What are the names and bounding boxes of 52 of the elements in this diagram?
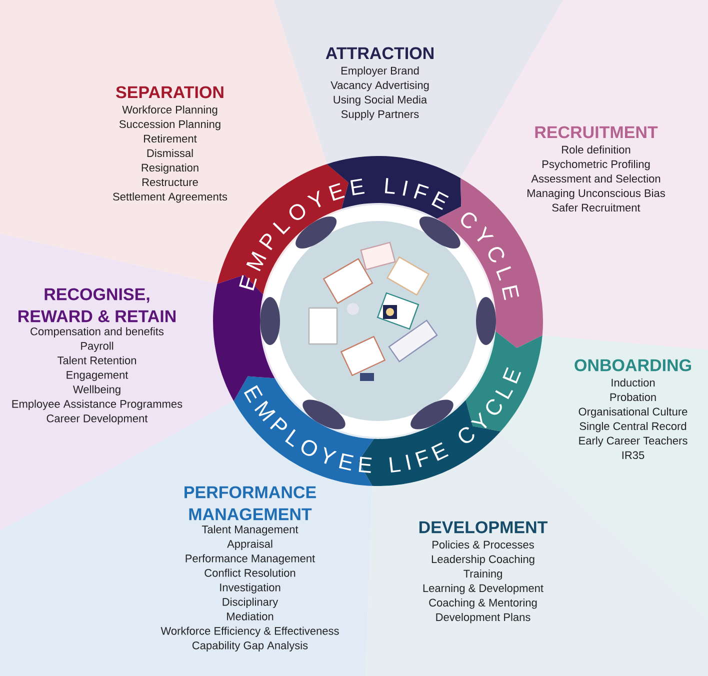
list-item: Organisational Culture (578, 407, 688, 418)
list-item: Safer Recruitment (552, 203, 640, 212)
list-item: Performance Management (186, 554, 316, 564)
list-item: Induction (612, 378, 655, 387)
list-item: Managing Unconscious Bias (528, 188, 665, 200)
stage-heading: ATTRACTION (326, 47, 434, 60)
list-item: Development Plans (436, 612, 530, 624)
stage-heading: RECRUITMENT (535, 126, 658, 138)
list-item: Restructure (142, 178, 198, 186)
list-item: Talent Retention (58, 356, 136, 364)
list-item: Policies & Processes (432, 540, 534, 549)
list-item: Workforce Efficiency & Effectiveness (160, 626, 339, 637)
list-item: Workforce Planning (122, 105, 218, 116)
list-item: Leadership Coaching (432, 554, 534, 566)
stage-heading: ONBOARDING (574, 359, 691, 372)
list-item: Psychometric Profiling (542, 160, 650, 170)
list-item: Appraisal (227, 540, 272, 550)
list-item: Retirement (144, 134, 197, 143)
stage-heading: RECOGNISE, REWARD & RETAIN (18, 288, 176, 322)
list-item: Supply Partners (341, 110, 419, 120)
list-item: Disciplinary (222, 598, 278, 608)
list-item: Early Career Teachers (579, 436, 688, 447)
stage-heading: DEVELOPMENT (419, 521, 548, 534)
list-item: Career Development (46, 414, 148, 424)
list-item: Settlement Agreements (113, 192, 228, 203)
list-item: Assessment and Selection (531, 174, 660, 183)
list-item: Role definition (562, 145, 630, 154)
list-item: Engagement (66, 371, 128, 381)
list-item: Probation (610, 392, 656, 402)
list-item: Employee Assistance Programmes (12, 400, 182, 410)
list-item: Using Social Media (334, 95, 428, 106)
list-item: Talent Management (202, 525, 298, 536)
list-item: Conflict Resolution (204, 568, 296, 577)
stage-heading: PERFORMANCE MANAGEMENT (184, 486, 316, 520)
list-item: Wellbeing (73, 385, 120, 396)
list-item: Training (464, 569, 502, 580)
list-item: Single Central Record (580, 422, 686, 432)
list-item: Succession Planning (119, 120, 220, 130)
stage-heading: SEPARATION (116, 86, 224, 98)
list-item: Mediation (227, 612, 274, 620)
list-item: Coaching & Mentoring (429, 598, 537, 609)
list-item: Resignation (142, 163, 198, 174)
list-item: Compensation and benefits (30, 327, 164, 338)
list-item: Dismissal (147, 148, 193, 158)
list-item: Vacancy Advertising (330, 80, 429, 92)
list-item: Payroll (81, 342, 114, 352)
list-item: Capability Gap Analysis (192, 641, 308, 652)
list-item: Learning & Development (423, 584, 544, 594)
list-item: Employer Brand (341, 66, 419, 77)
ring-title: EMPLOYEE LIFE CYCLE (239, 178, 520, 300)
list-item: IR35 (622, 451, 644, 460)
list-item: Investigation (220, 583, 280, 594)
